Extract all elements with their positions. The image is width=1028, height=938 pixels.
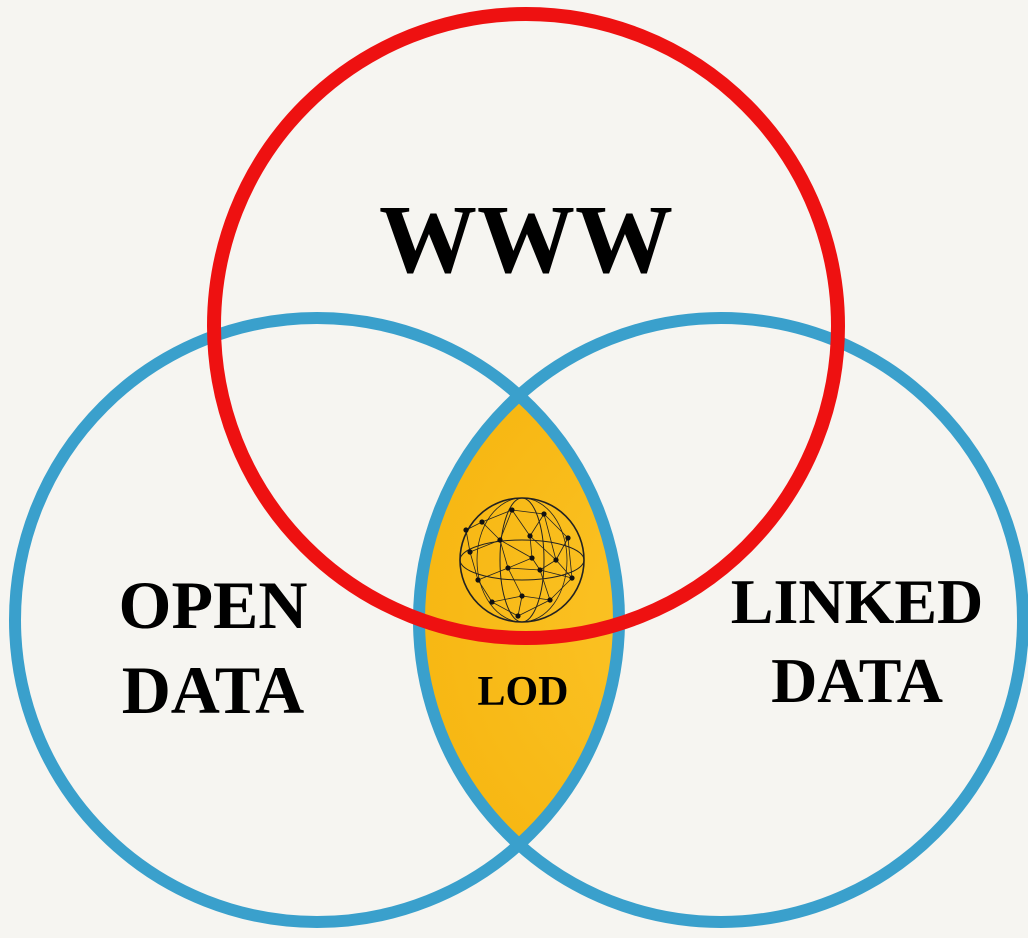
globe-link (477, 579, 493, 603)
globe-link (481, 521, 501, 541)
globe-link (499, 539, 533, 559)
globe-link (555, 559, 573, 579)
globe-link (507, 557, 533, 569)
globe-link (529, 535, 533, 559)
globe-link (517, 599, 551, 617)
globe-network-icon (459, 497, 585, 623)
globe-link (539, 559, 557, 571)
globe-link (499, 539, 509, 569)
globe-node (527, 533, 533, 539)
open-data-label-line2: DATA (122, 652, 305, 728)
globe-link (465, 529, 471, 553)
globe-link (517, 595, 523, 617)
globe-node (515, 613, 521, 619)
linked-data-label-line2: DATA (771, 645, 943, 716)
globe-link (491, 601, 519, 617)
globe-link (543, 513, 557, 561)
www-circle (207, 7, 845, 645)
globe-link (567, 537, 573, 579)
globe-link (469, 551, 479, 581)
globe-link (499, 509, 513, 541)
globe-link (511, 509, 531, 537)
globe-node (497, 537, 503, 543)
www-label: WWW (379, 186, 673, 294)
globe-link (529, 513, 545, 537)
globe-link (469, 539, 501, 553)
globe-link (507, 567, 523, 597)
globe-node (505, 565, 511, 571)
globe-link (555, 537, 569, 561)
globe-node (529, 555, 535, 561)
globe-node (463, 527, 469, 533)
globe-link (511, 509, 545, 515)
globe-link (539, 569, 551, 601)
globe-link (465, 521, 483, 531)
lod-intersection-area (414, 313, 624, 927)
globe-node (541, 511, 547, 517)
globe-node (565, 535, 571, 541)
globe-link (521, 595, 551, 601)
globe-node (467, 549, 473, 555)
globe-node (553, 557, 559, 563)
globe-link (539, 569, 573, 579)
globe-node (537, 567, 543, 573)
globe-node (547, 597, 553, 603)
globe-node (479, 519, 485, 525)
globe-node (509, 507, 515, 513)
globe-link (481, 509, 513, 523)
globe-node (489, 599, 495, 605)
open-data-label-line1: OPEN (119, 567, 308, 643)
lod-label: LOD (477, 669, 568, 715)
globe-node (569, 575, 575, 581)
globe-link (491, 595, 523, 603)
linked-data-label-line1: LINKED (731, 566, 984, 637)
globe-link (543, 513, 569, 539)
globe-link (549, 577, 573, 601)
globe-node (519, 593, 525, 599)
globe-link (507, 567, 541, 571)
globe-link (529, 535, 557, 561)
globe-link (477, 567, 509, 581)
globe-node (475, 577, 481, 583)
